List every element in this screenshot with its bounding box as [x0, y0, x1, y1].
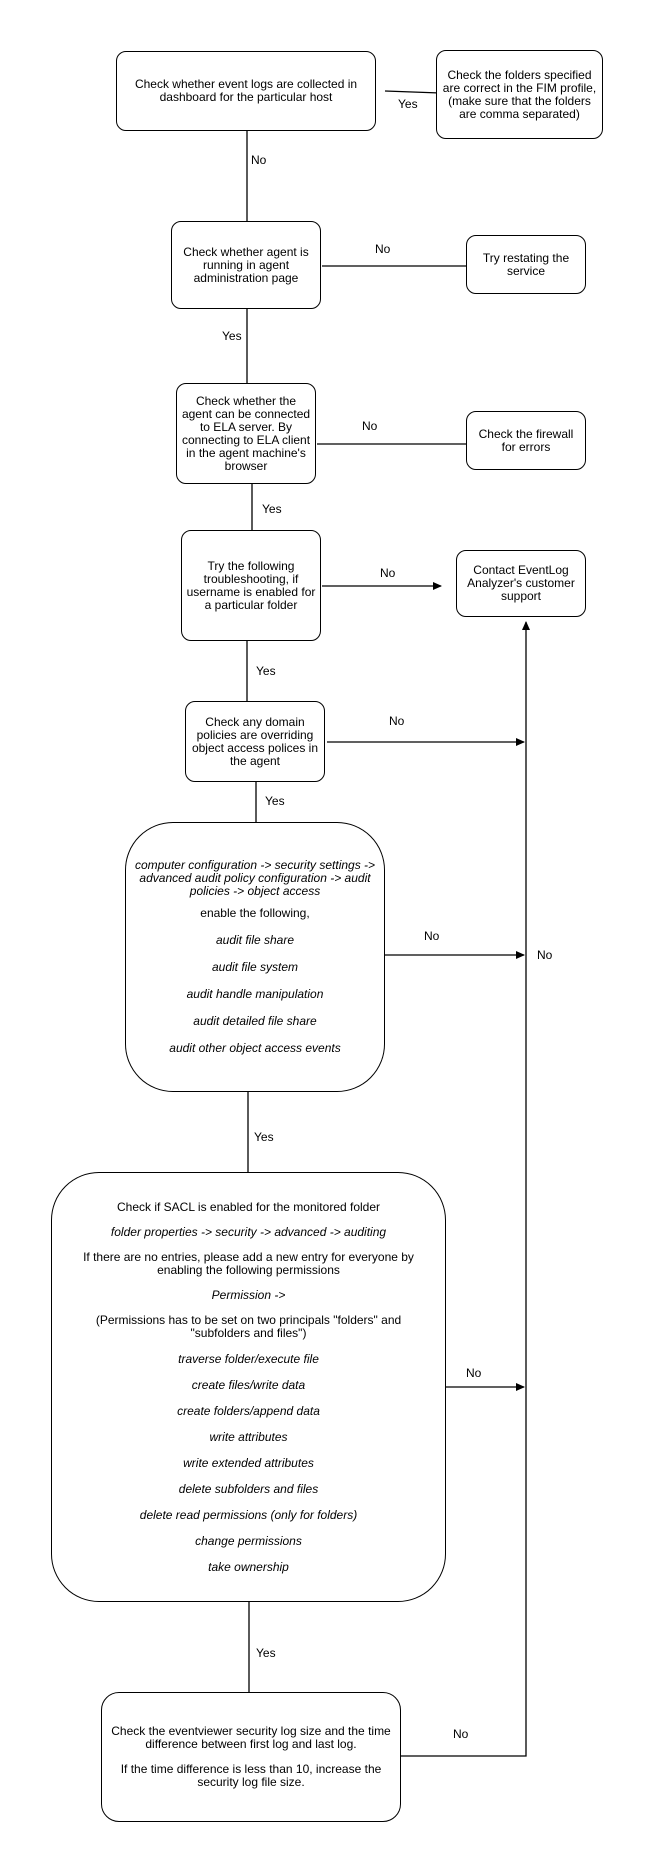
audit-policy-path: computer configuration -> security setti… — [134, 858, 376, 898]
edge-eventviewer-bus — [401, 621, 530, 1757]
node-domain-policies-text: Check any domain policies are overriding… — [191, 714, 319, 768]
eventviewer-line2: If the time difference is less than 10, … — [120, 1762, 382, 1789]
edge-label-no: No — [537, 948, 553, 962]
node-troubleshoot: Try the following troubleshooting, if us… — [181, 530, 321, 641]
node-firewall-text: Check the firewall for errors — [478, 426, 574, 454]
edge-label-no: No — [466, 1366, 482, 1380]
node-domain-policies: Check any domain policies are overriding… — [185, 701, 325, 782]
node-audit-policy: computer configuration -> security setti… — [125, 822, 385, 1092]
audit-policy-item: audit file share — [215, 933, 295, 947]
edge-label-yes: Yes — [262, 502, 282, 516]
sacl-item: change permissions — [195, 1533, 302, 1548]
sacl-note: (Permissions has to be set on two princi… — [95, 1312, 402, 1340]
edge-label-no: No — [380, 566, 396, 580]
audit-policy-item: audit other object access events — [169, 1041, 341, 1055]
node-sacl-check: Check if SACL is enabled for the monitor… — [51, 1172, 446, 1602]
sacl-path: folder properties -> security -> advance… — [110, 1224, 387, 1239]
sacl-item: delete subfolders and files — [178, 1481, 319, 1496]
sacl-item: delete read permissions (only for folder… — [139, 1507, 358, 1522]
node-event-logs-text: Check whether event logs are collected i… — [134, 77, 358, 104]
node-customer-support-text: Contact EventLog Analyzer's customer sup… — [467, 563, 575, 603]
edge-label-no: No — [375, 242, 391, 256]
sacl-item: traverse folder/execute file — [178, 1351, 319, 1366]
node-customer-support: Contact EventLog Analyzer's customer sup… — [456, 550, 586, 617]
audit-policy-intro: enable the following, — [200, 906, 310, 920]
edge-label-yes: Yes — [254, 1130, 274, 1144]
sacl-instruction: If there are no entries, please add a ne… — [83, 1249, 414, 1277]
sacl-item: write extended attributes — [183, 1455, 314, 1470]
edge-eventlogs-fim — [384, 90, 441, 94]
edge-label-yes: Yes — [256, 664, 276, 678]
edge-label-yes: Yes — [222, 329, 242, 343]
node-agent-running: Check whether agent is running in agent … — [171, 221, 321, 309]
node-fim-folders: Check the folders specified are correct … — [436, 50, 603, 139]
audit-policy-item: audit file system — [211, 960, 299, 974]
edge-label-no: No — [424, 929, 440, 943]
audit-policy-item: audit detailed file share — [193, 1014, 317, 1028]
sacl-permission: Permission -> — [211, 1287, 286, 1302]
node-agent-connect-text: Check whether the agent can be connected… — [181, 393, 311, 473]
edge-label-no: No — [362, 419, 378, 433]
node-restart-service: Try restating the service — [466, 235, 586, 294]
eventviewer-line1: Check the eventviewer security log size … — [111, 1724, 391, 1751]
node-troubleshoot-text: Try the following troubleshooting, if us… — [186, 558, 316, 612]
edge-label-no: No — [251, 153, 267, 167]
node-eventviewer-check: Check the eventviewer security log size … — [101, 1692, 401, 1822]
edge-label-no: No — [453, 1727, 469, 1741]
edge-label-no: No — [389, 714, 405, 728]
node-event-logs-check: Check whether event logs are collected i… — [116, 51, 376, 131]
edge-label-yes: Yes — [256, 1646, 276, 1660]
sacl-title: Check if SACL is enabled for the monitor… — [116, 1199, 381, 1214]
audit-policy-item: audit handle manipulation — [186, 987, 324, 1001]
edge-label-yes: Yes — [265, 794, 285, 808]
node-firewall: Check the firewall for errors — [466, 411, 586, 470]
node-agent-running-text: Check whether agent is running in agent … — [183, 244, 309, 285]
node-fim-folders-text: Check the folders specified are correct … — [442, 67, 597, 121]
sacl-item: create files/write data — [191, 1377, 306, 1392]
sacl-item: take ownership — [208, 1559, 289, 1574]
edge-label-yes: Yes — [398, 97, 418, 111]
node-agent-connect: Check whether the agent can be connected… — [176, 383, 316, 484]
node-restart-service-text: Try restating the service — [482, 250, 570, 278]
sacl-item: create folders/append data — [177, 1403, 320, 1418]
sacl-item: write attributes — [209, 1429, 288, 1444]
